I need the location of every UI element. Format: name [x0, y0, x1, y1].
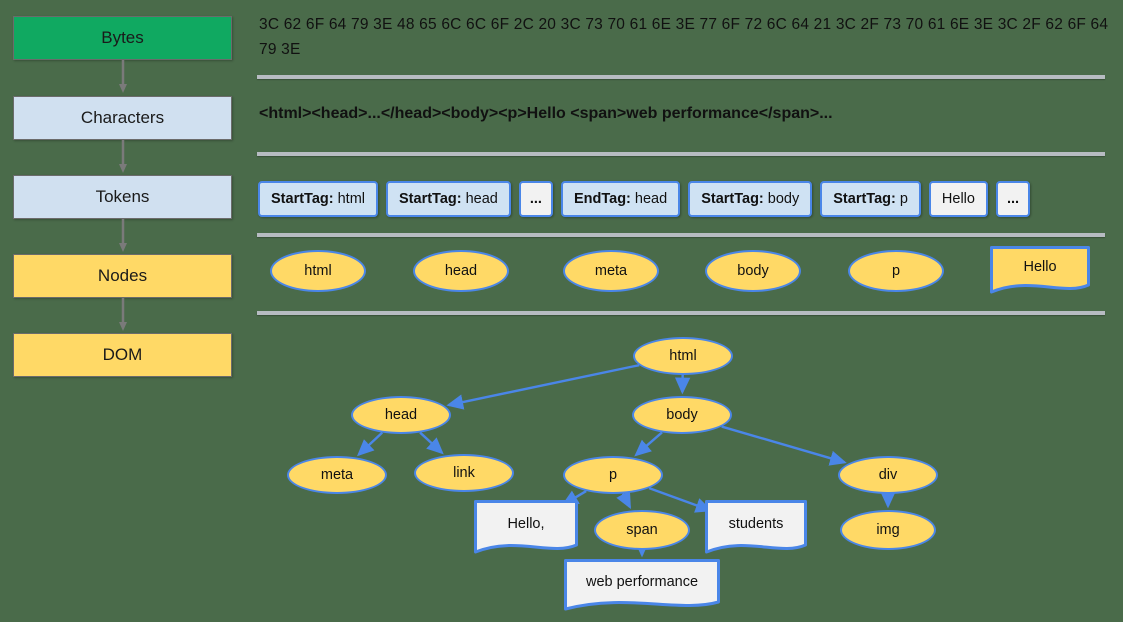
token-value: head — [630, 191, 668, 207]
token-kind: EndTag: — [573, 191, 631, 207]
dom-node-label: students — [728, 516, 784, 532]
dom-edge-html-to-head — [446, 363, 640, 410]
token-kind: StartTag: — [271, 191, 334, 207]
token-value: p — [895, 191, 908, 207]
token-chip[interactable]: StartTag: p — [820, 181, 921, 217]
separator-line-4 — [257, 311, 1105, 315]
node-chip-label: p — [891, 263, 901, 279]
pipeline-stage-tokens: Tokens — [13, 175, 232, 219]
token-kind: StartTag: — [399, 191, 462, 207]
dom-node-webp[interactable]: web performance — [564, 559, 720, 611]
pipeline-stage-nodes: Nodes — [13, 254, 232, 298]
dom-node-hello[interactable]: Hello, — [474, 500, 578, 554]
pipeline-stage-characters: Characters — [13, 96, 232, 140]
token-chip[interactable]: StartTag: head — [386, 181, 511, 217]
pipeline-stage-label: Bytes — [101, 28, 144, 47]
dom-edge-body-to-div — [721, 425, 847, 466]
dom-node-label: web performance — [585, 574, 699, 590]
dom-node-link[interactable]: link — [414, 454, 514, 492]
pipeline-arrow-down-icon — [118, 298, 128, 333]
characters-markup-text: <html><head>...</head><body><p>Hello <sp… — [259, 105, 833, 122]
token-chip[interactable]: ... — [518, 181, 553, 217]
dom-edge-p-to-span — [616, 490, 631, 510]
token-kind: StartTag: — [833, 191, 896, 207]
dom-node-stud[interactable]: students — [705, 500, 807, 554]
dom-node-img[interactable]: img — [840, 510, 936, 550]
dom-node-p[interactable]: p — [563, 456, 663, 494]
pipeline-stage-label: DOM — [102, 345, 143, 364]
pipeline-arrow-down-icon — [118, 140, 128, 175]
token-value: Hello — [941, 191, 975, 207]
token-kind: StartTag: — [701, 191, 764, 207]
dom-node-span[interactable]: span — [594, 510, 690, 550]
node-chip-body[interactable]: body — [705, 250, 801, 292]
dom-node-label: html — [669, 348, 697, 364]
token-value: ... — [529, 191, 542, 207]
dom-node-body[interactable]: body — [632, 396, 732, 434]
node-chip-hello[interactable]: Hello — [990, 246, 1090, 294]
dom-node-label: meta — [320, 467, 354, 483]
dom-node-label: body — [666, 407, 698, 423]
dom-node-head[interactable]: head — [351, 396, 451, 434]
dom-edge-head-to-meta — [356, 431, 384, 457]
node-chip-label: Hello — [1023, 259, 1057, 275]
dom-node-label: div — [878, 467, 898, 483]
node-chip-html[interactable]: html — [270, 250, 366, 292]
pipeline-stage-bytes: Bytes — [13, 16, 232, 60]
token-value: ... — [1006, 191, 1020, 207]
dom-node-label: p — [608, 467, 618, 483]
pipeline-stage-label: Nodes — [97, 266, 148, 285]
separator-line-1 — [257, 75, 1105, 79]
dom-node-label: link — [453, 465, 475, 481]
pipeline-stage-label: Characters — [80, 108, 165, 127]
pipeline-arrow-down-icon — [118, 219, 128, 254]
token-chip[interactable]: ... — [995, 181, 1031, 217]
node-chip-label: meta — [594, 263, 628, 279]
token-chip[interactable]: StartTag: html — [258, 181, 378, 217]
dom-node-label: Hello, — [507, 516, 545, 532]
separator-line-3 — [257, 233, 1105, 237]
dom-edge-body-to-p — [634, 431, 663, 457]
node-chip-label: body — [737, 263, 769, 279]
node-chip-head[interactable]: head — [413, 250, 509, 292]
pipeline-stage-dom: DOM — [13, 333, 232, 377]
token-value: body — [763, 191, 800, 207]
token-value: head — [461, 191, 498, 207]
token-chip[interactable]: EndTag: head — [560, 181, 681, 217]
dom-node-meta[interactable]: meta — [287, 456, 387, 494]
node-chip-p[interactable]: p — [848, 250, 944, 292]
separator-line-2 — [257, 152, 1105, 156]
dom-node-html[interactable]: html — [633, 337, 733, 375]
node-chip-label: head — [444, 263, 478, 279]
token-chip[interactable]: StartTag: body — [688, 181, 813, 217]
token-value: html — [333, 191, 365, 207]
dom-node-label: head — [384, 407, 418, 423]
pipeline-stage-label: Tokens — [95, 187, 150, 206]
dom-node-label: img — [876, 522, 900, 538]
dom-edge-p-to-stud — [648, 487, 713, 513]
token-chip[interactable]: Hello — [928, 181, 988, 217]
dom-edge-head-to-link — [419, 431, 444, 455]
dom-node-div[interactable]: div — [838, 456, 938, 494]
dom-node-label: span — [626, 522, 658, 538]
pipeline-arrow-down-icon — [118, 60, 128, 95]
bytes-hex-text: 3C 62 6F 64 79 3E 48 65 6C 6C 6F 2C 20 3… — [259, 16, 1109, 58]
node-chip-meta[interactable]: meta — [563, 250, 659, 292]
node-chip-label: html — [304, 263, 332, 279]
